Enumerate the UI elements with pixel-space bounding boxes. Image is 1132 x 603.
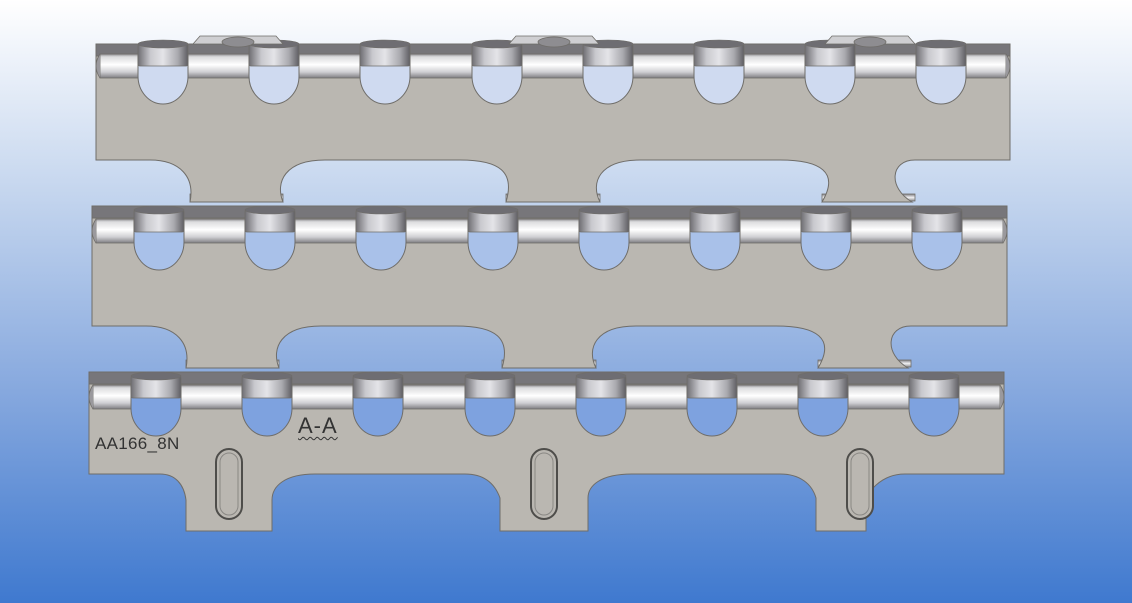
hole-cup-rim — [359, 39, 411, 49]
section-view-label: A-A — [298, 413, 338, 438]
boss-hole — [221, 36, 255, 48]
mounting-slot — [530, 448, 558, 520]
bore-hole — [908, 371, 960, 437]
plate-top-bar — [91, 205, 1008, 219]
bore-hole — [467, 205, 519, 271]
bore-hole — [248, 39, 300, 105]
bore-hole — [582, 39, 634, 105]
hole-cup-rim — [355, 205, 407, 215]
bore-hole — [800, 205, 852, 271]
mounting-boss — [508, 35, 600, 48]
hole-cup-rim — [578, 205, 630, 215]
hole-cup-rim — [467, 205, 519, 215]
hole-cup-rim — [693, 39, 745, 49]
bore-hole — [352, 371, 404, 437]
bore-end-right — [999, 384, 1005, 410]
bore-hole — [693, 39, 745, 105]
bore-hole — [359, 39, 411, 105]
hole-cup-rim — [352, 371, 404, 381]
plate-body — [95, 47, 1011, 203]
hole-cup-rim — [800, 205, 852, 215]
bore-hole — [464, 371, 516, 437]
hole-cup-rim — [137, 39, 189, 49]
mounting-slot-inner — [534, 452, 554, 516]
plate-top-bar — [88, 371, 1005, 385]
bore-end-right — [1005, 53, 1011, 79]
bore-end-right — [1002, 218, 1008, 244]
bore-hole — [686, 371, 738, 437]
plate-row-2 — [91, 205, 1008, 369]
bore-end-left — [88, 384, 94, 410]
hole-cup-rim — [464, 371, 516, 381]
bore-end-left — [91, 218, 97, 244]
mounting-slot-inner — [219, 452, 239, 516]
hole-cup-rim — [797, 371, 849, 381]
boss-hole — [853, 36, 887, 48]
hole-cup-rim — [908, 371, 960, 381]
bore-hole — [575, 371, 627, 437]
mounting-slot-inner — [850, 452, 870, 516]
bore-hole — [355, 205, 407, 271]
hole-cup-rim — [915, 39, 967, 49]
hole-cup-rim — [911, 205, 963, 215]
hole-cup-rim — [244, 205, 296, 215]
part-number-label: AA166_8N — [95, 434, 180, 453]
bore-channel — [95, 218, 1004, 244]
hole-cup-rim — [575, 371, 627, 381]
bore-channel — [92, 384, 1001, 410]
bore-hole — [911, 205, 963, 271]
mounting-slot — [215, 448, 243, 520]
bore-hole — [133, 205, 185, 271]
boss-hole — [537, 36, 571, 48]
hole-cup-rim — [689, 205, 741, 215]
bore-hole — [804, 39, 856, 105]
plate-row-1 — [95, 39, 1011, 203]
parts-group — [88, 35, 1011, 532]
hole-cup-rim — [130, 371, 182, 381]
bore-hole — [797, 371, 849, 437]
bore-hole — [241, 371, 293, 437]
mounting-boss — [192, 35, 284, 48]
bore-hole — [137, 39, 189, 105]
bore-hole — [130, 371, 182, 437]
bore-hole — [689, 205, 741, 271]
bore-channel — [99, 53, 1007, 79]
hole-cup-rim — [241, 371, 293, 381]
hole-cup-rim — [686, 371, 738, 381]
mounting-slot — [846, 448, 874, 520]
bore-hole — [578, 205, 630, 271]
hole-cup-rim — [133, 205, 185, 215]
bore-end-left — [95, 53, 101, 79]
bore-hole — [471, 39, 523, 105]
bore-hole — [915, 39, 967, 105]
bore-hole — [244, 205, 296, 271]
mounting-boss — [824, 35, 916, 48]
plate-body — [91, 209, 1008, 369]
